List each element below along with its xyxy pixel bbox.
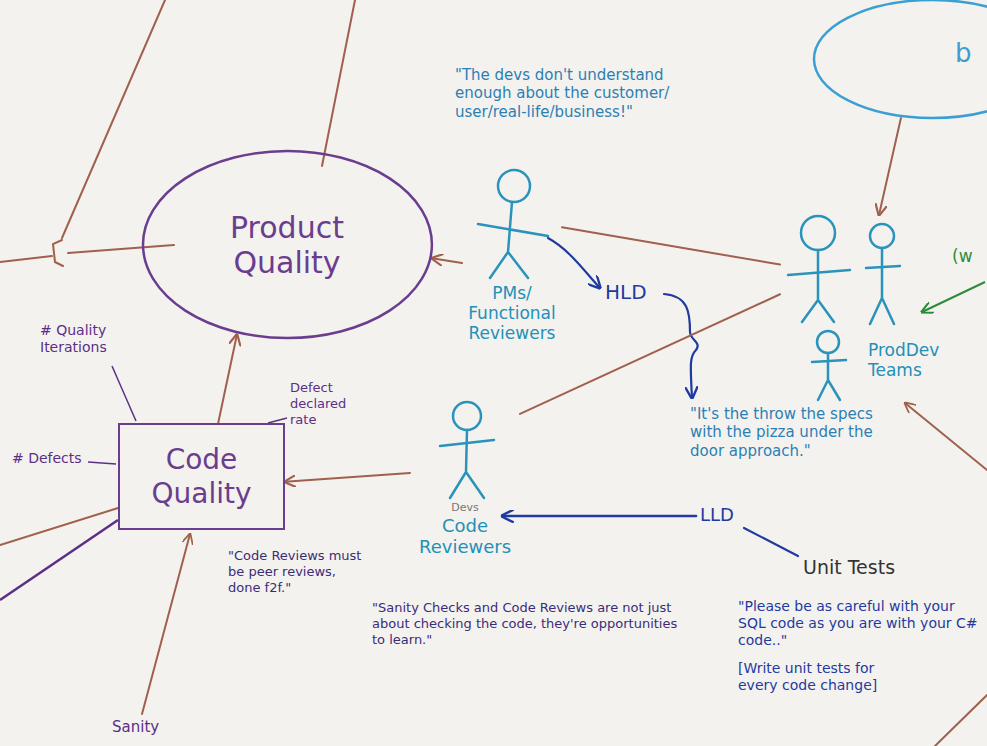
- quote-note: "The devs don't understand enough about …: [455, 66, 705, 121]
- node-title: b: [955, 38, 987, 69]
- role-figure: DevsCode Reviewers: [410, 398, 520, 557]
- stick-figure: [866, 224, 900, 324]
- connector: [562, 227, 780, 264]
- node-title: ProdDev Teams: [868, 340, 960, 380]
- sketch-arrow: [905, 403, 987, 470]
- connector: [285, 473, 410, 482]
- metric-label: # Defects: [12, 450, 82, 467]
- metric-label: Defect declared rate: [290, 380, 362, 428]
- sketch-line: [0, 256, 52, 262]
- sketch-arrow: [142, 534, 190, 714]
- stick-figure: [440, 402, 494, 498]
- leader-line: [112, 366, 136, 421]
- concept-circle: Product Quality: [141, 149, 434, 340]
- doc-label: HLD: [605, 280, 647, 304]
- metric-label: # Quality Iterations: [40, 322, 128, 356]
- stick-figure: [788, 216, 850, 322]
- flow-arrow: [548, 238, 600, 288]
- quote-note: "Code Reviews must be peer reviews, done…: [228, 548, 368, 596]
- quote-note: "It's the throw the specs with the pizza…: [690, 405, 895, 460]
- role-figure: ProdDev Teams: [780, 215, 960, 380]
- sketch-line: [935, 695, 987, 746]
- connector: [432, 258, 462, 263]
- connector: [218, 335, 237, 423]
- quote-note: "Please be as careful with your SQL code…: [738, 598, 978, 649]
- ellipse-outline: [143, 151, 432, 338]
- node-title: Code Reviewers: [410, 515, 520, 557]
- node-title: PMs/ Functional Reviewers: [462, 283, 562, 343]
- topic-label: Unit Tests: [803, 556, 895, 579]
- sketch-line: [322, 0, 355, 166]
- doc-label: LLD: [700, 504, 734, 526]
- connector: [879, 118, 901, 215]
- quote-note: "Sanity Checks and Code Reviews are not …: [372, 600, 692, 648]
- bracket: [53, 240, 63, 266]
- role-figure: PMs/ Functional Reviewers: [462, 165, 562, 343]
- note: [Write unit tests for every code change]: [738, 660, 908, 694]
- leader-line: [88, 462, 116, 464]
- concept-box: Code Quality: [118, 423, 285, 530]
- node-title: Product Quality: [212, 210, 362, 281]
- sketch-line: [0, 520, 118, 600]
- sketch-line: [68, 245, 174, 253]
- concept-ellipse: b: [812, 0, 987, 120]
- stick-figure: [478, 170, 548, 278]
- node-title: Code Quality: [137, 443, 267, 509]
- sketch-line: [744, 528, 798, 556]
- partial-label: (w: [952, 246, 973, 267]
- sketch-line: [0, 508, 118, 545]
- sketch-line: [62, 0, 165, 238]
- node-subtitle: Devs: [410, 502, 520, 515]
- flow-arrow: [502, 515, 696, 518]
- connector: [520, 294, 780, 414]
- sketch-arrow: [922, 282, 985, 312]
- topic-label: Sanity: [112, 718, 159, 736]
- stick-figure: [812, 331, 846, 400]
